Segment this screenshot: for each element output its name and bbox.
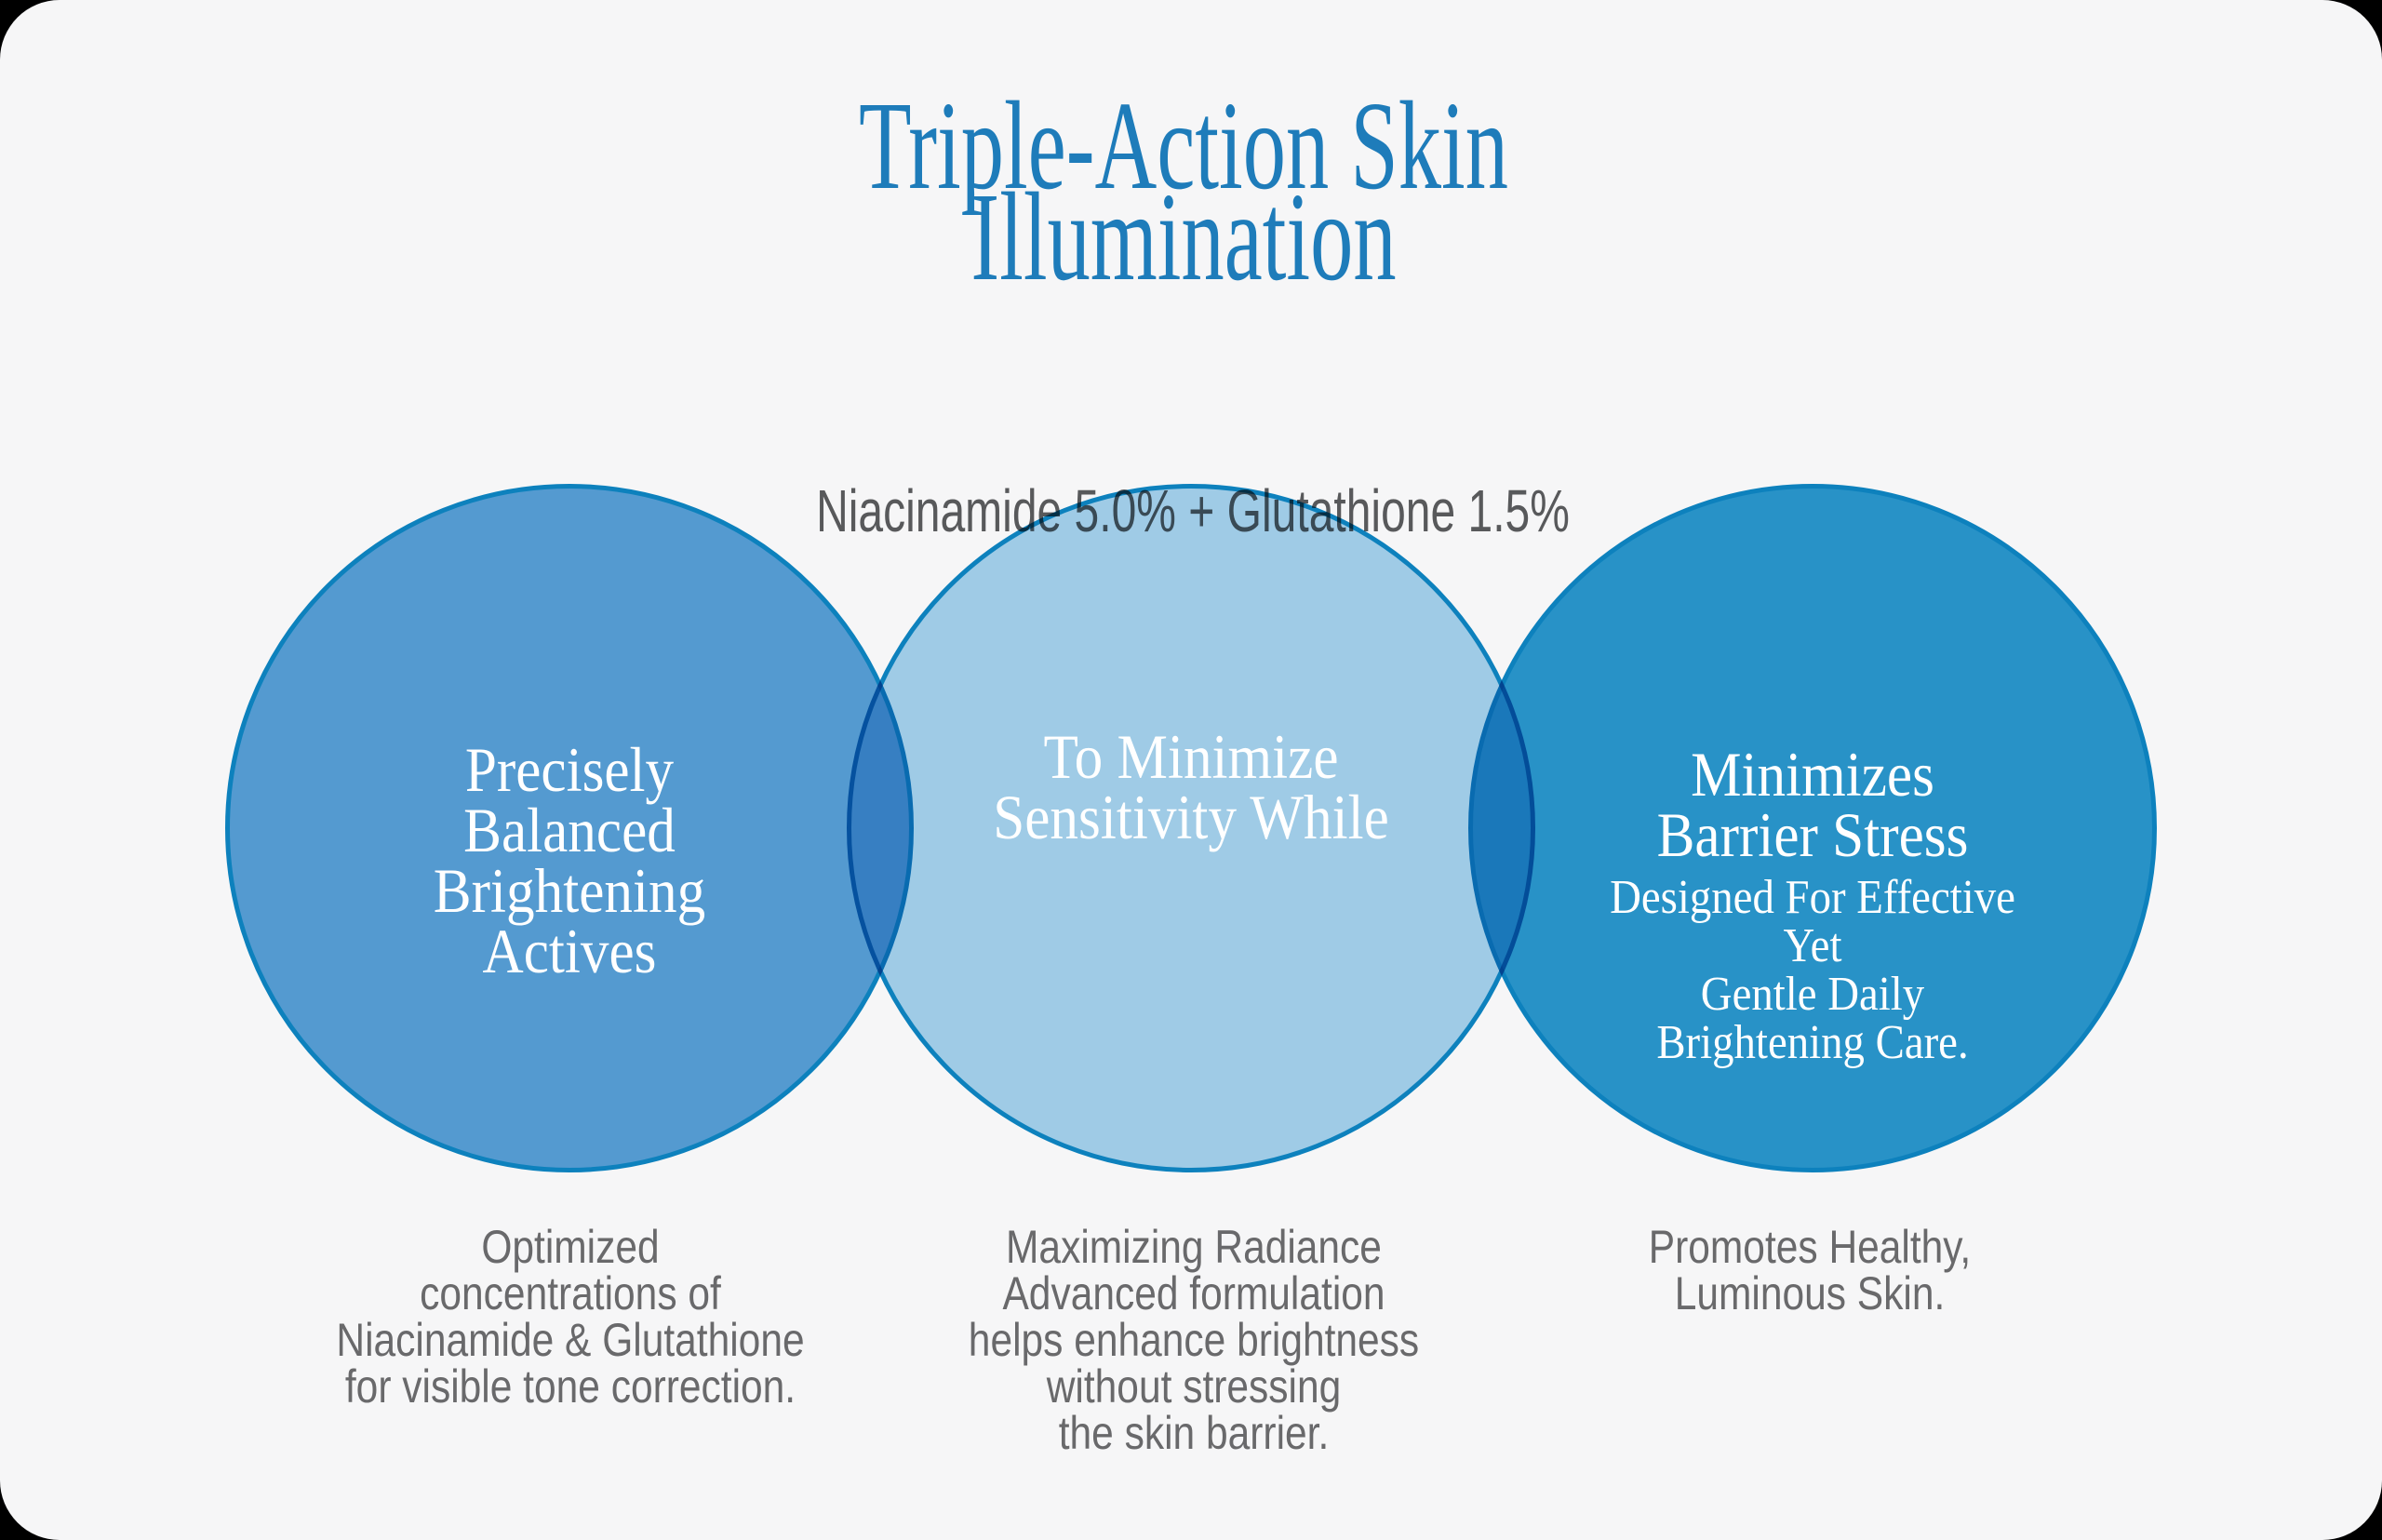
venn-circle-brightening-actives xyxy=(225,484,914,1172)
circle-2-label: To Minimize Sensitivity While xyxy=(993,721,1389,852)
page-title: Triple-Action Skin Illumination xyxy=(859,76,1508,307)
circle-1-caption: Optimized concentrations of Niacinamide … xyxy=(336,1221,805,1413)
circle-2-caption: Maximizing Radiance Advanced formulation… xyxy=(968,1221,1420,1459)
venn-circle-minimize-sensitivity xyxy=(847,484,1535,1172)
circle-1-label: Precisely Balanced Brightening Actives xyxy=(433,734,706,986)
circle-3-caption: Promotes Healthy, Luminous Skin. xyxy=(1648,1221,1972,1319)
circle-3-label: Minimizes Barrier Stress xyxy=(1656,739,1969,870)
venn-circle-barrier-stress xyxy=(1468,484,2157,1172)
circle-3-sublabel: Designed For Effective Yet Gentle Daily … xyxy=(1610,871,2015,1069)
